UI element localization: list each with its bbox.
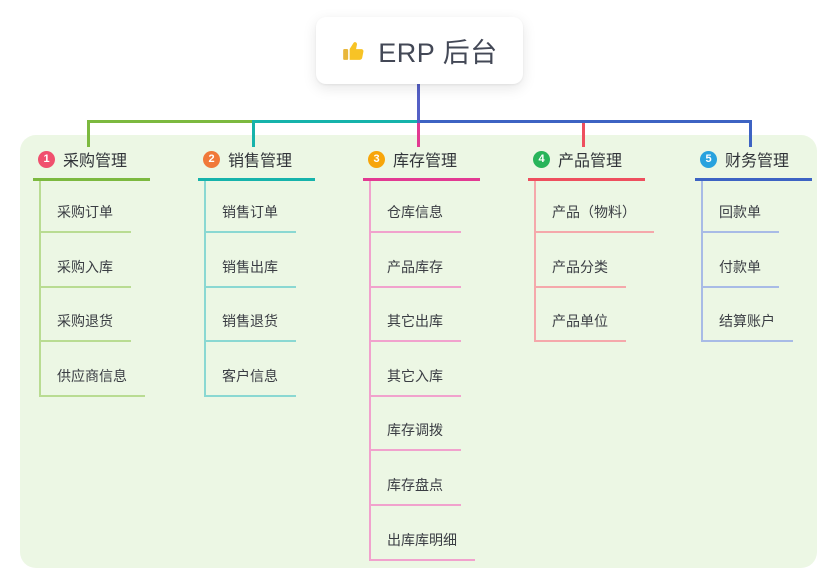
- child-node[interactable]: 销售出库: [206, 257, 296, 288]
- child-row: 销售订单: [206, 181, 315, 233]
- child-row: 出库库明细: [371, 506, 480, 561]
- child-node[interactable]: 采购退货: [41, 311, 131, 343]
- branch-title: 产品管理: [558, 153, 623, 170]
- branch-number-badge: 5: [700, 150, 717, 168]
- branch-column-2: 2 销售管理 销售订单销售出库销售退货客户信息: [198, 147, 315, 397]
- child-node[interactable]: 库存调拨: [371, 420, 461, 452]
- child-node[interactable]: 采购订单: [41, 202, 131, 233]
- branch-children: 采购订单采购入库采购退货供应商信息: [39, 181, 150, 397]
- child-node[interactable]: 出库库明细: [371, 530, 475, 561]
- child-row: 回款单: [703, 181, 812, 233]
- branch-column-5: 5 财务管理 回款单付款单结算账户: [695, 147, 812, 343]
- child-row: 产品单位: [536, 288, 654, 343]
- branch-title: 销售管理: [228, 153, 293, 170]
- child-node[interactable]: 回款单: [703, 202, 779, 233]
- child-node[interactable]: 其它入库: [371, 366, 461, 397]
- child-node[interactable]: 产品分类: [536, 257, 626, 288]
- branch-children: 产品（物料） 产品分类产品单位: [534, 181, 654, 343]
- thumbs-up-icon: [341, 38, 367, 64]
- branch-column-1: 1 采购管理 采购订单采购入库采购退货供应商信息: [33, 147, 150, 397]
- child-row: 销售出库: [206, 233, 315, 288]
- child-row: 产品（物料）: [536, 181, 654, 233]
- child-node[interactable]: 销售退货: [206, 311, 296, 343]
- child-node[interactable]: 结算账户: [703, 311, 793, 343]
- branch-children: 回款单付款单结算账户: [701, 181, 812, 343]
- child-row: 库存调拨: [371, 397, 480, 452]
- child-row: 供应商信息: [41, 342, 150, 397]
- child-node[interactable]: 仓库信息: [371, 202, 461, 233]
- child-row: 采购订单: [41, 181, 150, 233]
- branch-column-3: 3 库存管理 仓库信息产品库存其它出库其它入库库存调拨库存盘点出库库明细: [363, 147, 480, 561]
- child-row: 销售退货: [206, 288, 315, 343]
- branch-node[interactable]: 2 销售管理: [198, 147, 315, 181]
- child-row: 仓库信息: [371, 181, 480, 233]
- child-row: 采购入库: [41, 233, 150, 288]
- child-node[interactable]: 产品单位: [536, 311, 626, 343]
- branch-number-badge: 1: [38, 150, 55, 168]
- branch-node[interactable]: 4 产品管理: [528, 147, 645, 181]
- branch-children: 仓库信息产品库存其它出库其它入库库存调拨库存盘点出库库明细: [369, 181, 480, 561]
- child-node[interactable]: 销售订单: [206, 202, 296, 233]
- child-row: 产品库存: [371, 233, 480, 288]
- child-node[interactable]: 付款单: [703, 257, 779, 288]
- root-node[interactable]: ERP 后台: [316, 17, 523, 84]
- branch-number-badge: 2: [203, 150, 220, 168]
- child-node[interactable]: 供应商信息: [41, 366, 145, 397]
- branch-number-badge: 4: [533, 150, 550, 168]
- branch-node[interactable]: 1 采购管理: [33, 147, 150, 181]
- child-row: 其它出库: [371, 288, 480, 343]
- child-node[interactable]: 产品库存: [371, 257, 461, 288]
- branch-node[interactable]: 5 财务管理: [695, 147, 812, 181]
- child-row: 采购退货: [41, 288, 150, 343]
- branch-number-badge: 3: [368, 150, 385, 168]
- branch-title: 库存管理: [393, 153, 458, 170]
- child-row: 付款单: [703, 233, 812, 288]
- child-row: 库存盘点: [371, 451, 480, 506]
- branch-children: 销售订单销售出库销售退货客户信息: [204, 181, 315, 397]
- child-node[interactable]: 其它出库: [371, 311, 461, 343]
- child-row: 客户信息: [206, 342, 315, 397]
- child-row: 产品分类: [536, 233, 654, 288]
- branch-node[interactable]: 3 库存管理: [363, 147, 480, 181]
- mindmap-panel: [20, 135, 817, 568]
- child-row: 其它入库: [371, 342, 480, 397]
- child-row: 结算账户: [703, 288, 812, 343]
- branch-title: 财务管理: [725, 153, 790, 170]
- root-label: ERP 后台: [378, 38, 498, 68]
- child-node[interactable]: 采购入库: [41, 257, 131, 288]
- child-node[interactable]: 库存盘点: [371, 475, 461, 506]
- child-node[interactable]: 客户信息: [206, 366, 296, 397]
- branch-column-4: 4 产品管理 产品（物料） 产品分类产品单位: [528, 147, 654, 343]
- child-node[interactable]: 产品（物料）: [536, 202, 654, 233]
- branch-title: 采购管理: [63, 153, 128, 170]
